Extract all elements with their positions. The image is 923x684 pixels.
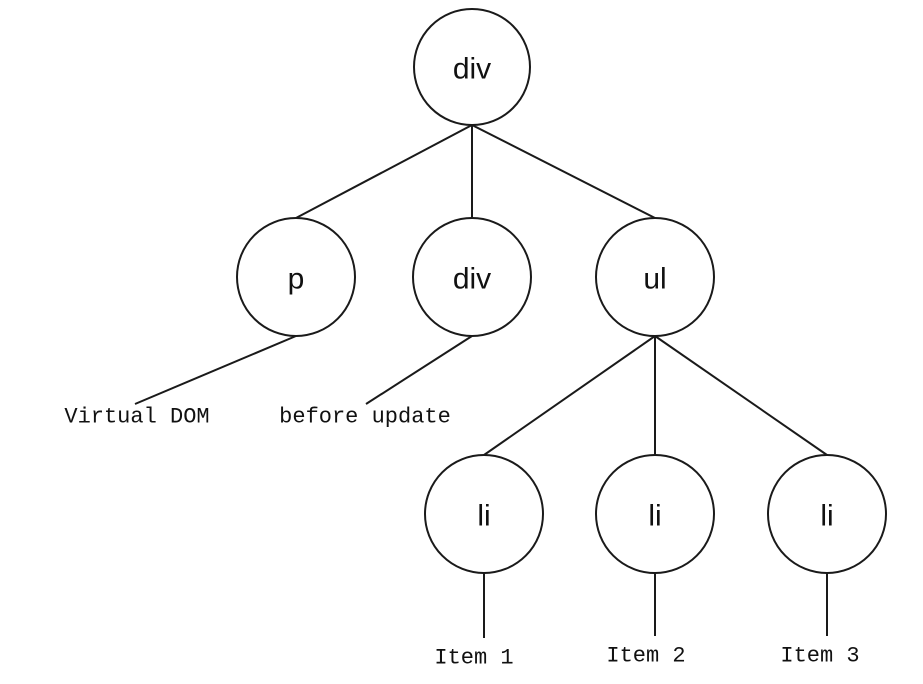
edge-ul-li1 [483, 335, 656, 456]
edge-root-p [295, 124, 473, 219]
tree-node-li-2: li [595, 454, 715, 574]
text-leaf-div: before update [279, 405, 451, 430]
node-label: li [648, 500, 661, 533]
tree-node-li-3: li [767, 454, 887, 574]
node-circle [595, 454, 715, 574]
tree-node-root: div [413, 8, 531, 126]
tree-edges [134, 124, 828, 638]
edge-div-text [365, 335, 473, 405]
node-label: li [477, 500, 490, 533]
edge-p-text [134, 335, 297, 405]
node-label: ul [643, 263, 666, 296]
tree-node-li-1: li [424, 454, 544, 574]
text-leaf-item-3: Item 3 [780, 644, 859, 669]
node-label: p [288, 263, 305, 296]
edge-root-ul [471, 124, 656, 219]
node-circle [767, 454, 887, 574]
edge-ul-li3 [654, 335, 828, 456]
node-label: li [820, 500, 833, 533]
node-label: div [453, 53, 491, 86]
text-leaf-item-1: Item 1 [434, 646, 513, 671]
tree-node-p: p [236, 217, 356, 337]
tree-node-div: div [412, 217, 532, 337]
tree-node-ul: ul [595, 217, 715, 337]
text-leaf-item-2: Item 2 [606, 644, 685, 669]
node-circle [236, 217, 356, 337]
node-circle [424, 454, 544, 574]
node-circle [413, 8, 531, 126]
node-circle [595, 217, 715, 337]
node-circle [412, 217, 532, 337]
text-leaf-p: Virtual DOM [64, 405, 209, 430]
node-label: div [453, 263, 491, 296]
